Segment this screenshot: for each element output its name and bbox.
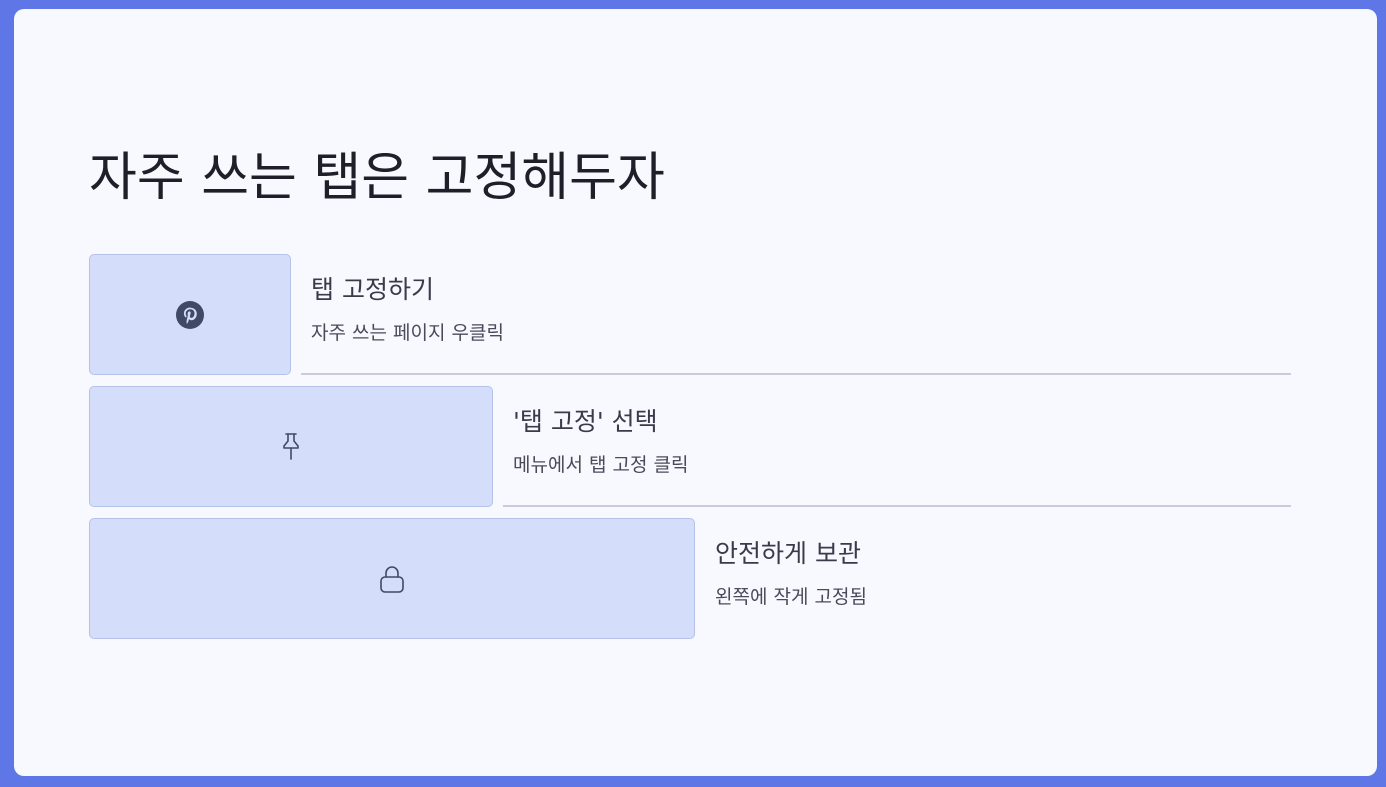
step-3-text: 안전하게 보관 왼쪽에 작게 고정됨	[705, 518, 1291, 639]
pushpin-icon	[278, 431, 304, 463]
step-3-title: 안전하게 보관	[715, 539, 861, 568]
pinterest-icon	[175, 300, 205, 330]
step-2-title: '탭 고정' 선택	[513, 407, 658, 436]
step-2-text: '탭 고정' 선택 메뉴에서 탭 고정 클릭	[503, 386, 1291, 507]
step-1-icon-box	[89, 254, 291, 375]
step-3-icon-box	[89, 518, 695, 639]
step-2-subtitle: 메뉴에서 탭 고정 클릭	[513, 454, 689, 476]
step-1-subtitle: 자주 쓰는 페이지 우클릭	[311, 322, 504, 344]
lock-icon	[377, 563, 407, 595]
slide-title: 자주 쓰는 탭은 고정해두자	[89, 148, 665, 208]
step-3-subtitle: 왼쪽에 작게 고정됨	[715, 586, 867, 608]
step-1-title: 탭 고정하기	[311, 275, 434, 304]
step-1-divider	[301, 373, 1291, 375]
step-row-2: '탭 고정' 선택 메뉴에서 탭 고정 클릭	[89, 386, 1291, 507]
step-2-divider	[503, 505, 1291, 507]
step-1-text: 탭 고정하기 자주 쓰는 페이지 우클릭	[301, 254, 1291, 375]
step-row-1: 탭 고정하기 자주 쓰는 페이지 우클릭	[89, 254, 1291, 375]
step-2-icon-box	[89, 386, 493, 507]
step-row-3: 안전하게 보관 왼쪽에 작게 고정됨	[89, 518, 1291, 639]
slide: 자주 쓰는 탭은 고정해두자 탭 고정하기 자주 쓰는 페이지 우클릭	[14, 9, 1377, 776]
